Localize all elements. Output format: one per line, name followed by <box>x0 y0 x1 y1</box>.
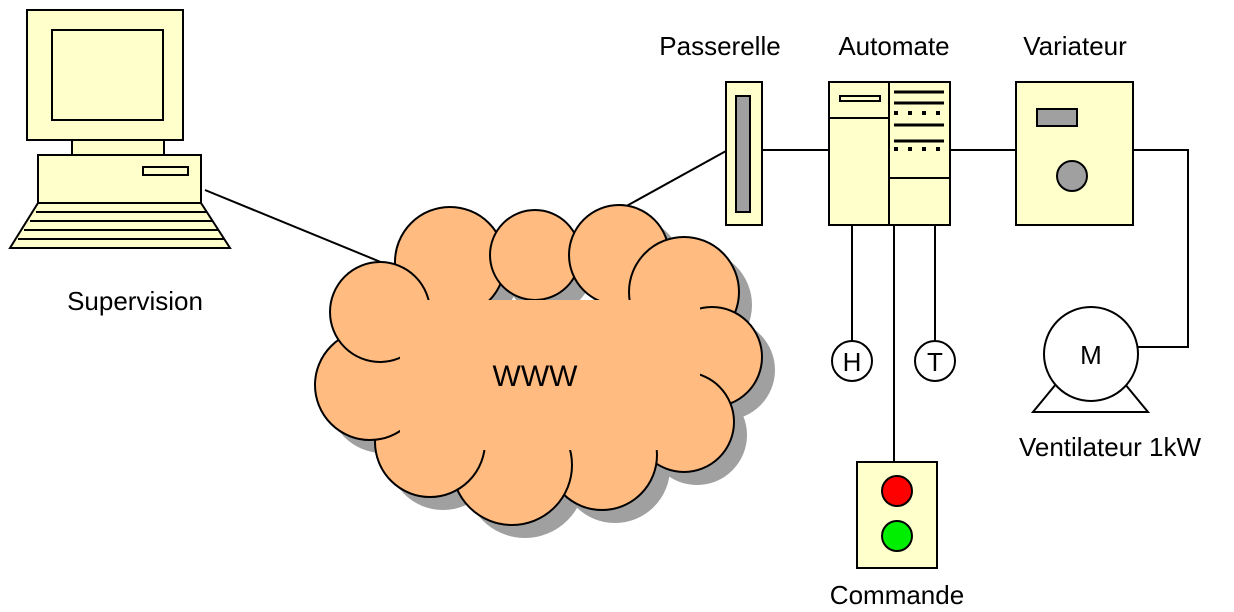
supervision-label: Supervision <box>67 286 203 316</box>
humidity-sensor-symbol: H <box>843 347 862 377</box>
variateur-icon <box>1015 81 1134 226</box>
start-button-icon <box>881 520 913 552</box>
supervision-computer-icon <box>8 9 232 249</box>
passerelle-label: Passerelle <box>659 31 780 61</box>
www-label: WWW <box>493 360 579 393</box>
humidity-sensor-icon: H <box>831 340 873 382</box>
stop-button-icon <box>881 475 913 507</box>
passerelle-icon <box>725 81 763 226</box>
link-variateur-ventilateur <box>1133 149 1189 348</box>
temperature-sensor-symbol: T <box>927 347 943 377</box>
temperature-sensor-icon: T <box>914 340 956 382</box>
link-supervision-www <box>204 189 389 266</box>
www-cloud-fill <box>400 300 700 450</box>
commande-box-icon <box>856 461 938 569</box>
motor-icon: M <box>1030 306 1151 413</box>
ventilateur-label: Ventilateur 1kW <box>1019 432 1202 462</box>
automate-label: Automate <box>838 31 949 61</box>
commande-label: Commande <box>830 580 964 610</box>
motor-symbol: M <box>1080 340 1102 370</box>
automate-icon <box>828 81 951 226</box>
variateur-label: Variateur <box>1023 31 1127 61</box>
